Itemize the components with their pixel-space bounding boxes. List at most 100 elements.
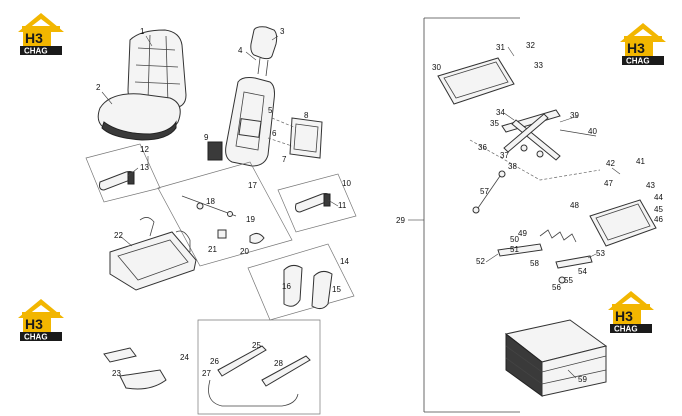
- callout-50: 50: [510, 235, 519, 244]
- callout-37: 37: [500, 151, 509, 160]
- callout-7: 7: [282, 155, 287, 164]
- callout-40: 40: [588, 127, 597, 136]
- callout-3: 3: [280, 27, 285, 36]
- scissor-linkage: [501, 109, 597, 161]
- backrest-frame: [225, 77, 275, 167]
- callout-14: 14: [340, 257, 349, 266]
- callout-49: 49: [518, 229, 527, 238]
- logo-word: CHAG: [614, 325, 638, 334]
- callout-48: 48: [570, 201, 579, 210]
- callout-41: 41: [636, 157, 645, 166]
- callout-18: 18: [206, 197, 215, 206]
- callout-5: 5: [268, 106, 273, 115]
- logo-word: CHAG: [24, 47, 48, 56]
- brand-logo-bottom-right: H3 CHAG: [604, 288, 658, 334]
- seat-bottom-cushion: [97, 93, 181, 141]
- logo-mark: H3: [25, 30, 43, 46]
- callout-54: 54: [578, 267, 587, 276]
- logo-mark: H3: [25, 316, 43, 332]
- callout-8: 8: [304, 111, 309, 120]
- adjuster-mechanism-parts: [181, 195, 265, 244]
- callout-10: 10: [342, 179, 351, 188]
- callout-30: 30: [432, 63, 441, 72]
- callout-labels: 1 2 3 4 5 6 7 8 9 10 11 12 13 14 15 16 1…: [96, 27, 663, 384]
- callout-22: 22: [114, 231, 123, 240]
- callout-44: 44: [654, 193, 663, 202]
- callout-32: 32: [526, 41, 535, 50]
- callout-19: 19: [246, 215, 255, 224]
- slide-rail-box: [197, 319, 321, 415]
- lower-links: [497, 243, 593, 284]
- logo-mark: H3: [627, 40, 645, 56]
- callout-36: 36: [478, 143, 487, 152]
- callout-58: 58: [530, 259, 539, 268]
- assembly-guide-line: [469, 139, 601, 181]
- callout-9: 9: [204, 133, 209, 142]
- callout-12: 12: [140, 145, 149, 154]
- side-cover-box: [247, 243, 355, 321]
- seat-base-plate: [109, 217, 197, 291]
- armrest-left: [99, 171, 135, 191]
- brand-logo-bottom-left: H3 CHAG: [14, 296, 68, 342]
- brand-logo-top-right: H3 CHAG: [616, 20, 670, 66]
- callout-21: 21: [208, 245, 217, 254]
- callout-34: 34: [496, 108, 505, 117]
- armrest-right-box: [277, 173, 357, 233]
- callout-6: 6: [272, 129, 277, 138]
- brand-logo-top-left: H3 CHAG: [14, 10, 68, 56]
- callout-59: 59: [578, 375, 587, 384]
- callout-38: 38: [508, 162, 517, 171]
- callout-13: 13: [140, 163, 149, 172]
- callout-23: 23: [112, 369, 121, 378]
- callout-16: 16: [282, 282, 291, 291]
- callout-43: 43: [646, 181, 655, 190]
- callout-11: 11: [338, 201, 347, 210]
- shock-absorber: [472, 170, 506, 214]
- callout-4: 4: [238, 46, 243, 55]
- callout-35: 35: [490, 119, 499, 128]
- callout-46: 46: [654, 215, 663, 224]
- callout-2: 2: [96, 83, 101, 92]
- adjuster-mechanism-box: [157, 161, 293, 267]
- spring: [539, 229, 577, 243]
- callout-25: 25: [252, 341, 261, 350]
- callout-29: 29: [396, 216, 405, 225]
- callout-57: 57: [480, 187, 489, 196]
- armrest-left-box: [85, 143, 161, 203]
- callout-52: 52: [476, 257, 485, 266]
- callout-56: 56: [552, 283, 561, 292]
- callout-33: 33: [534, 61, 543, 70]
- callout-28: 28: [274, 359, 283, 368]
- base-frame: [589, 199, 657, 247]
- logo-word: CHAG: [24, 333, 48, 342]
- callout-24: 24: [180, 353, 189, 362]
- armrest-right: [295, 193, 331, 213]
- callout-55: 55: [564, 276, 573, 285]
- callout-1: 1: [140, 27, 145, 36]
- headrest: [250, 26, 278, 77]
- callout-26: 26: [210, 357, 219, 366]
- logo-word: CHAG: [626, 57, 650, 66]
- callout-39: 39: [570, 111, 579, 120]
- bellows-cover: [504, 319, 608, 397]
- lumbar-panel: [289, 117, 323, 159]
- control-knob: [207, 141, 223, 161]
- callout-53: 53: [596, 249, 605, 258]
- brackets: [103, 347, 167, 390]
- side-covers: [283, 264, 333, 310]
- callout-45: 45: [654, 205, 663, 214]
- callout-42: 42: [606, 159, 615, 168]
- logo-mark: H3: [615, 308, 633, 324]
- leader-lines: [101, 35, 621, 379]
- callout-20: 20: [240, 247, 249, 256]
- seat-backrest-cushion: [127, 29, 187, 109]
- callout-31: 31: [496, 43, 505, 52]
- top-plate: [437, 57, 515, 105]
- callout-17: 17: [248, 181, 257, 190]
- slide-rails: [208, 345, 311, 407]
- callout-51: 51: [510, 245, 519, 254]
- callout-47: 47: [604, 179, 613, 188]
- callout-15: 15: [332, 285, 341, 294]
- callout-27: 27: [202, 369, 211, 378]
